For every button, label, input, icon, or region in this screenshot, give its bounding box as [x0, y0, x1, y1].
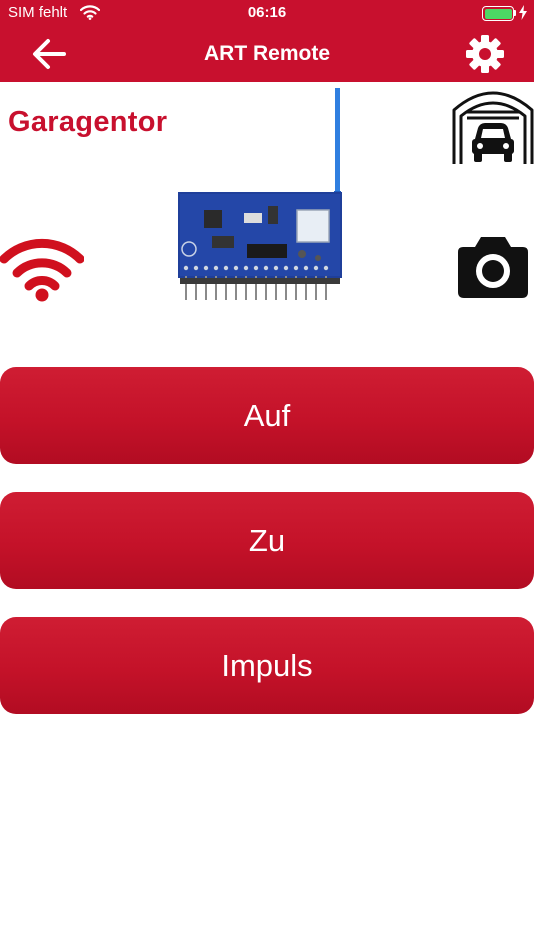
garage-car-icon [452, 91, 534, 164]
arrow-left-icon[interactable] [30, 37, 70, 71]
navigation-bar: SIM fehlt 06:16 ART Remote [0, 0, 534, 82]
charging-icon [519, 5, 527, 20]
battery-icon [482, 6, 514, 21]
clock: 06:16 [247, 4, 287, 21]
camera-icon[interactable] [457, 235, 529, 299]
battery-cap [514, 10, 516, 16]
gear-icon[interactable] [465, 34, 505, 74]
device-name: Garagentor [8, 106, 168, 138]
remote-receiver-board-image [178, 88, 342, 300]
open-button[interactable]: Auf [0, 367, 534, 464]
wifi-signal-icon [0, 238, 84, 302]
impulse-button[interactable]: Impuls [0, 617, 534, 714]
close-button[interactable]: Zu [0, 492, 534, 589]
status-bar: SIM fehlt 06:16 [0, 0, 534, 28]
page-title: ART Remote [203, 42, 330, 65]
wifi-status-icon [80, 5, 100, 20]
carrier-text: SIM fehlt [8, 4, 68, 21]
